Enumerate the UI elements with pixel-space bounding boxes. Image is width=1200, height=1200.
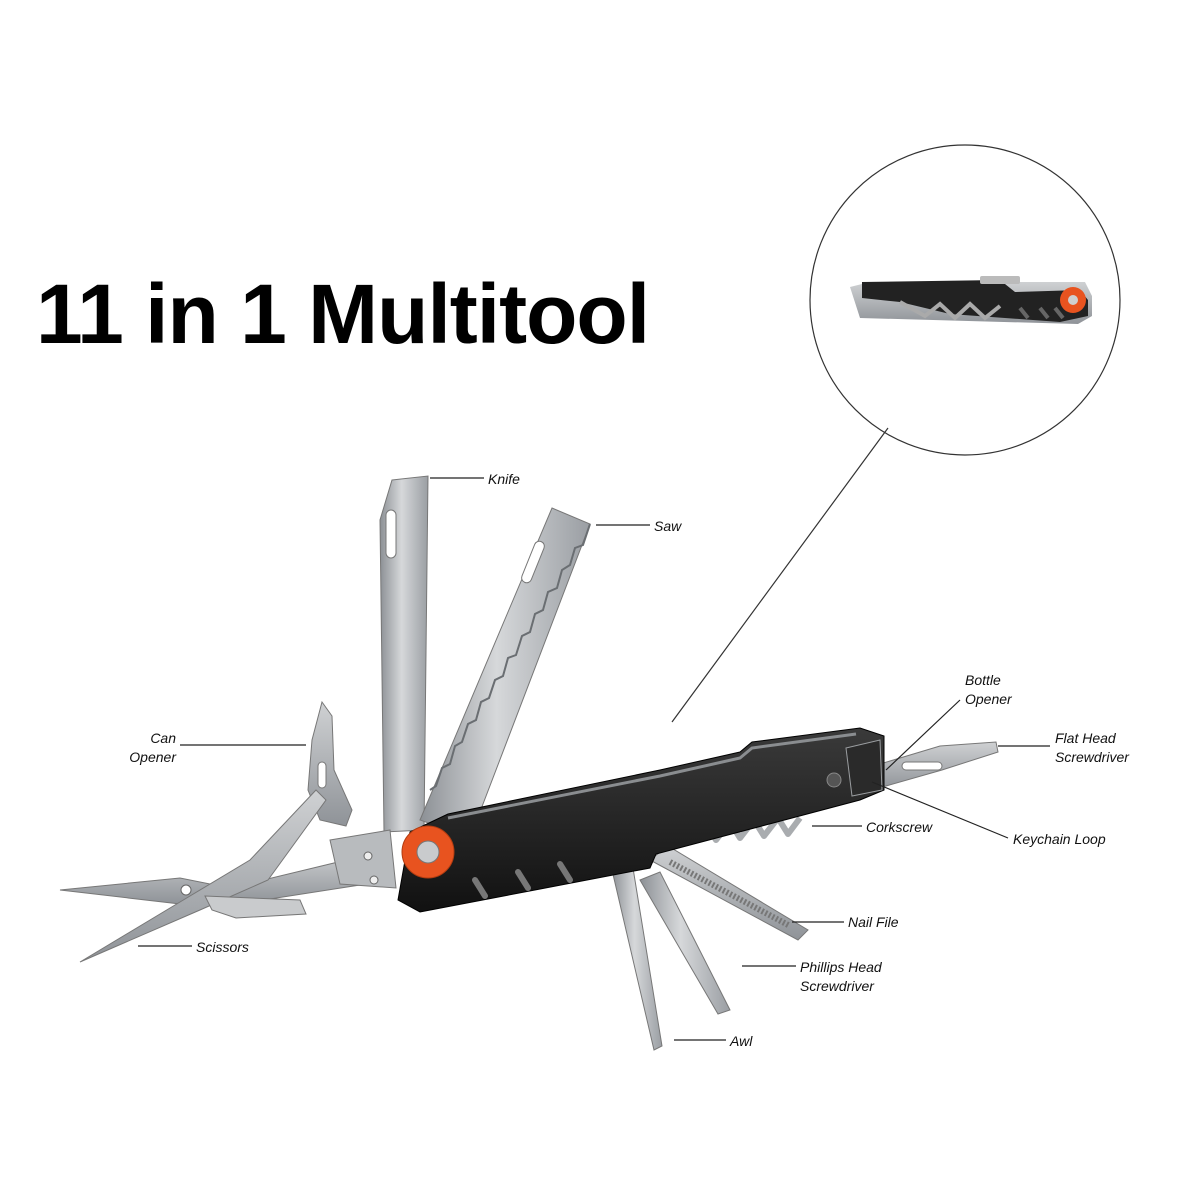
phillips-screwdriver-tool xyxy=(639,871,731,1015)
label-nail-file: Nail File xyxy=(848,914,899,930)
leader-lines xyxy=(138,477,1050,1041)
closed-view-inset xyxy=(809,144,1121,456)
knife-blade xyxy=(379,475,429,833)
scissors-tool xyxy=(59,789,397,963)
label-bottle-opener: Bottle Opener xyxy=(965,672,1012,707)
label-phillips-head-screwdriver: Phillips Head Screwdriver xyxy=(800,959,882,994)
pivot-screw xyxy=(401,825,455,879)
page-title: 11 in 1 Multitool xyxy=(36,267,650,361)
label-saw: Saw xyxy=(654,518,682,534)
saw-blade xyxy=(419,507,591,839)
label-knife: Knife xyxy=(488,471,520,487)
label-scissors: Scissors xyxy=(196,939,249,955)
label-flat-head-screwdriver: Flat Head Screwdriver xyxy=(1055,730,1129,765)
label-awl: Awl xyxy=(730,1033,753,1049)
label-can-opener: Can Opener xyxy=(129,730,176,765)
label-keychain-loop: Keychain Loop xyxy=(1013,831,1106,847)
label-corkscrew: Corkscrew xyxy=(866,819,933,835)
handle xyxy=(397,727,885,913)
